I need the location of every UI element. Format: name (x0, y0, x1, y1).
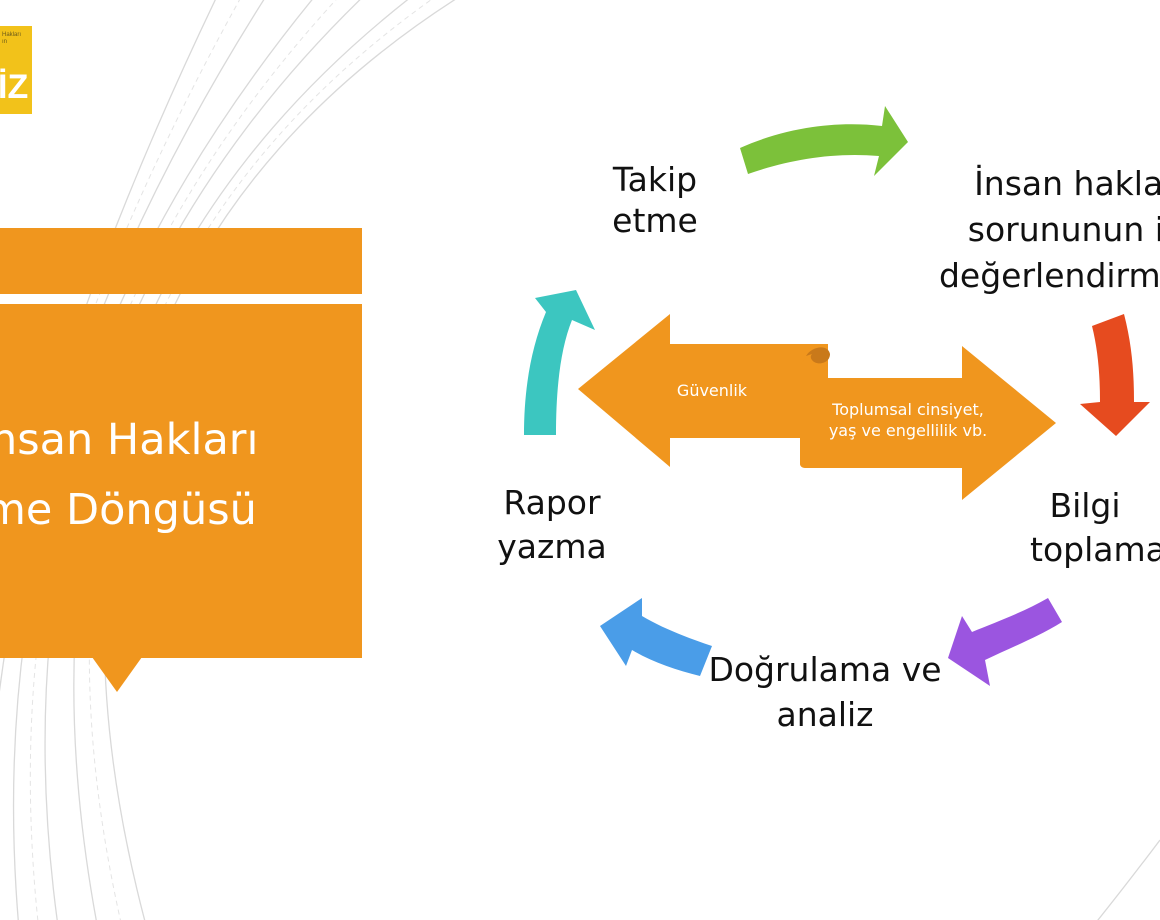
bilgi-label-2: toplama (1030, 530, 1160, 569)
blue-arrow (600, 598, 712, 676)
dogrulama-label-1: Doğrulama ve (708, 650, 942, 689)
bilgi-label-1: Bilgi (1049, 486, 1121, 525)
center-right-label-2: yaş ve engellilik vb. (828, 421, 988, 440)
rapor-label-1: Rapor (503, 483, 601, 522)
insan-label-2: sorununun ilk (967, 210, 1160, 249)
title-line-2: me Döngüsü (0, 485, 257, 535)
red-arrow (1080, 314, 1150, 436)
purple-arrow (948, 598, 1062, 686)
scroll-curl (806, 347, 830, 364)
title-accent-bar (0, 228, 362, 294)
center-left-arrow (578, 314, 828, 467)
title-callout-pointer (92, 657, 142, 692)
center-left-label: Güvenlik (676, 381, 748, 400)
title-panel: nsan Hakları me Döngüsü (0, 304, 362, 658)
teal-arrow (524, 290, 595, 435)
center-right-label-1: Toplumsal cinsiyet, (832, 400, 984, 419)
logo-big-text: İZ (0, 68, 29, 106)
insan-label-1: İnsan hakları (974, 164, 1160, 203)
title-line-1: nsan Hakları (0, 415, 259, 465)
rapor-label-2: yazma (497, 527, 607, 566)
center-right-arrow (800, 346, 1056, 500)
dogrulama-label-2: analiz (776, 695, 874, 734)
logo-small-text: Hakları ın (2, 32, 22, 45)
insan-label-3: değerlendirme (938, 256, 1160, 295)
takip-label-2: etme (612, 201, 698, 240)
green-arrow (740, 106, 908, 176)
logo: Hakları ın İZ (0, 26, 32, 114)
takip-label-1: Takip (612, 160, 698, 199)
